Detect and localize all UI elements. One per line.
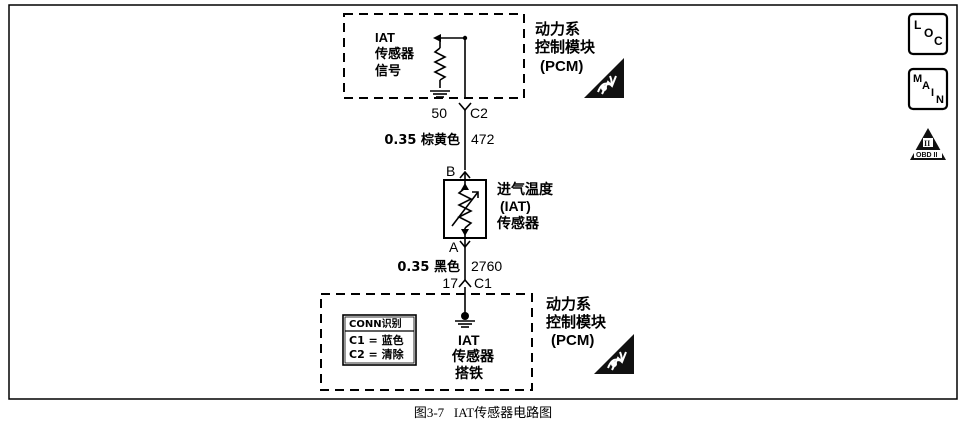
conn-id-table: CONN识别 C1 = 蓝色 C2 = 清除 <box>342 314 417 366</box>
c1-connector-name: C1 <box>474 275 492 291</box>
pcm-bottom-line-2: 控制模块 <box>546 313 607 331</box>
main-icon[interactable]: M A I N <box>907 67 949 111</box>
c2-pin-number: 50 <box>431 105 447 121</box>
pcm-bottom-line-3: (PCM) <box>551 332 594 349</box>
pcm-top-module-label: 动力系 控制模块 (PCM) <box>535 20 596 75</box>
c1-pin-number: 17 <box>442 275 458 291</box>
svg-text:II: II <box>924 139 930 148</box>
wire-2760-gauge-color: 0.35 黑色 <box>397 259 460 275</box>
terminal-b-label: B <box>446 163 455 179</box>
pcm-bottom-line-1: 动力系 <box>546 295 591 313</box>
conn-id-title: CONN识别 <box>349 317 402 330</box>
ground-icon <box>455 320 475 328</box>
svg-text:OBD II: OBD II <box>916 152 937 159</box>
figure-caption: 图3-7 IAT传感器电路图 <box>414 405 552 420</box>
pcm-bottom-box <box>320 293 533 391</box>
pcm-top-box <box>343 13 525 99</box>
ground-label-line-3: 搭铁 <box>455 365 483 382</box>
pullup-junction-dot <box>462 35 468 41</box>
wire-472-gauge-color: 0.35 棕黄色 <box>384 132 460 148</box>
diagram-frame <box>8 4 958 400</box>
ground-label-line-1: IAT <box>458 332 480 348</box>
signal-label-line-3: 信号 <box>375 63 401 79</box>
thermistor-bottom-arrow-icon <box>461 229 469 236</box>
loc-icon[interactable]: L O C <box>907 12 949 56</box>
pcm-top-line-2: 控制模块 <box>535 38 596 56</box>
signal-arrow-icon <box>433 34 441 42</box>
terminal-a-label: A <box>449 239 459 255</box>
svg-text:L: L <box>914 18 921 32</box>
esd-warning-icon-bottom <box>593 333 635 375</box>
thermistor-top-arrow-icon <box>461 183 469 190</box>
connector-c1-symbol <box>458 278 472 288</box>
ground-junction-dot <box>461 312 469 320</box>
pullup-resistor <box>430 37 466 98</box>
iat-sensor-label: 进气温度 (IAT) 传感器 <box>496 181 554 232</box>
sensor-label-line-1: 进气温度 <box>497 181 554 198</box>
svg-text:I: I <box>931 87 934 99</box>
iat-sensor-ground-label: IAT 传感器 搭铁 <box>451 332 495 382</box>
c2-connector-name: C2 <box>470 105 488 121</box>
iat-sensor-signal-label: IAT 传感器 信号 <box>374 30 415 79</box>
svg-text:O: O <box>924 26 933 40</box>
signal-label-line-1: IAT <box>375 30 395 45</box>
ground-label-line-2: 传感器 <box>451 348 495 365</box>
pcm-top-line-1: 动力系 <box>535 20 580 38</box>
svg-text:M: M <box>913 73 922 85</box>
svg-text:A: A <box>922 80 930 92</box>
pcm-bottom-module-label: 动力系 控制模块 (PCM) <box>546 295 607 349</box>
conn-id-row-2: C2 = 清除 <box>349 347 405 361</box>
sensor-label-line-3: 传感器 <box>496 215 540 232</box>
signal-label-line-2: 传感器 <box>374 46 415 62</box>
pcm-top-line-3: (PCM) <box>540 58 583 75</box>
esd-warning-icon-top <box>583 57 625 99</box>
wire-2760-circuit: 2760 <box>471 258 502 274</box>
conn-id-row-1: C1 = 蓝色 <box>349 333 404 347</box>
svg-text:C: C <box>934 34 943 48</box>
wire-472-circuit: 472 <box>471 131 495 147</box>
sensor-label-line-2: (IAT) <box>500 198 531 214</box>
obd-ii-icon[interactable]: II OBD II <box>910 128 946 160</box>
svg-text:N: N <box>936 94 944 106</box>
